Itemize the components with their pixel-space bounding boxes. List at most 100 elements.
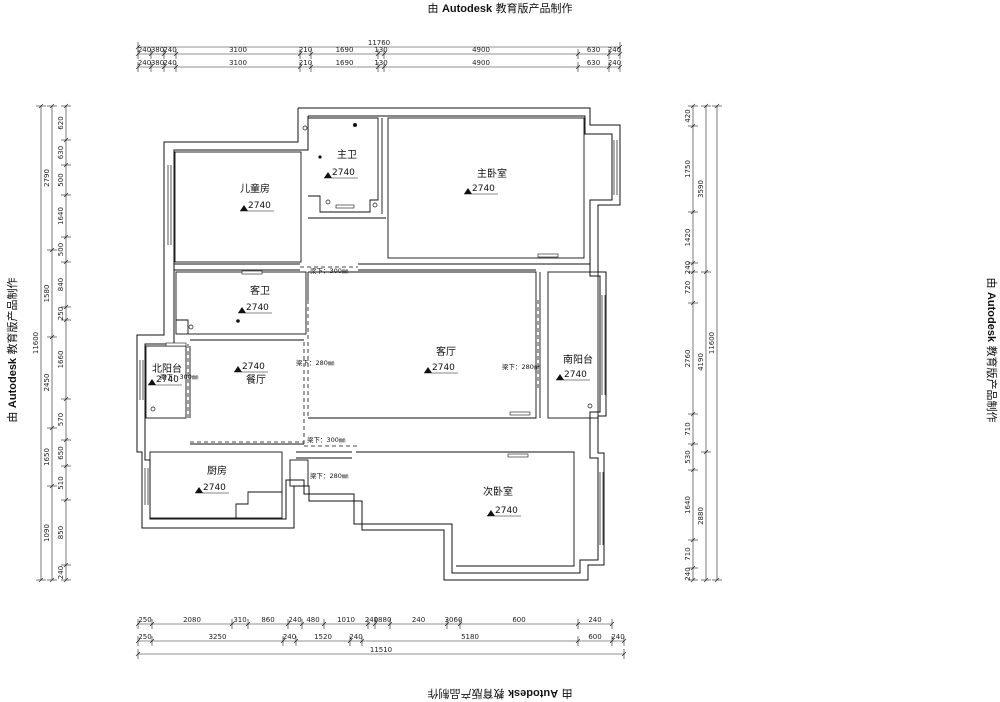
dim-bottom-row2: 1520 xyxy=(314,633,332,641)
vent-grilles xyxy=(165,204,559,458)
level-master-bath: 2740 xyxy=(324,168,358,179)
dim-top-row1: 1690 xyxy=(336,46,354,54)
dim-left-inner: 250 xyxy=(57,307,65,320)
watermark-top: 由 Autodesk 教育版产品制作 xyxy=(427,2,573,15)
dim-left-total: 11600 xyxy=(32,332,40,354)
dim-bottom-row2: 240 xyxy=(611,633,624,641)
dim-top-row1: 4900 xyxy=(472,46,490,54)
dim-bottom-row1: 310 xyxy=(233,616,246,624)
dim-right-inner: 2760 xyxy=(684,350,692,368)
svg-text:2740: 2740 xyxy=(472,184,495,194)
room-name-guest-bath: 客卫 xyxy=(250,284,270,297)
svg-text:2740: 2740 xyxy=(156,375,179,385)
dim-bottom-row1: 3060 xyxy=(445,616,463,624)
level-south-balcony: 2740 xyxy=(556,370,590,381)
dim-top-row1: 240 xyxy=(163,46,176,54)
dim-left-outer: 1580 xyxy=(43,285,51,303)
dim-bottom-row1: 240 xyxy=(365,616,378,624)
windows xyxy=(139,140,618,545)
room-name-master-bath: 主卫 xyxy=(337,149,357,161)
dim-right-outer: 2880 xyxy=(697,507,705,525)
dim-top-row2: 630 xyxy=(587,59,600,67)
dim-right-inner: 1640 xyxy=(684,496,692,514)
dim-bottom-total: 11510 xyxy=(370,646,392,654)
dim-left-inner: 620 xyxy=(57,116,65,129)
dim-left-outer: 2790 xyxy=(43,169,51,187)
dim-left-inner: 650 xyxy=(57,446,65,459)
dimension-lines xyxy=(36,42,722,659)
beam-label: 梁下：300㎜ xyxy=(307,435,346,444)
room-name-south-balcony: 南阳台 xyxy=(563,353,593,366)
beam-lines xyxy=(187,266,539,447)
room-name-second-bedroom: 次卧室 xyxy=(483,485,513,498)
dim-top-row1: 240 xyxy=(608,46,621,54)
dim-left-inner: 630 xyxy=(57,146,65,159)
dim-top-row1: 380 xyxy=(151,46,164,54)
svg-text:2740: 2740 xyxy=(242,362,265,372)
dim-left-inner: 840 xyxy=(57,278,65,291)
dim-top-row2: 130 xyxy=(374,59,387,67)
beam-labels: 梁下：300㎜ 梁下：280㎜ 梁下：280㎜ 梁下：300㎜ 梁下：300㎜ … xyxy=(160,266,541,480)
dim-bottom-row2: 3250 xyxy=(209,633,227,641)
room-name-kitchen: 厨房 xyxy=(207,464,227,477)
dim-right-inner: 1750 xyxy=(684,160,692,178)
dim-left-inner: 510 xyxy=(57,476,65,489)
dim-bottom-row1: 2080 xyxy=(183,616,201,624)
dim-right-inner: 240 xyxy=(684,261,692,274)
dim-top-total: 11760 xyxy=(368,39,390,47)
dim-bottom-row1: 860 xyxy=(261,616,274,624)
dim-right-total: 11600 xyxy=(708,332,716,354)
dim-top-row2: 4900 xyxy=(472,59,490,67)
dim-bottom-row1: 240 xyxy=(412,616,425,624)
exterior-walls xyxy=(136,107,621,581)
beam-label: 梁下：280㎜ xyxy=(502,362,541,371)
level-second-bedroom: 2740 xyxy=(487,506,521,517)
dim-top-row2: 240 xyxy=(608,59,621,67)
dim-top-row2: 1690 xyxy=(336,59,354,67)
level-guest-bath: 2740 xyxy=(238,303,272,314)
dim-right-outer: 3590 xyxy=(697,180,705,198)
dim-right-outer: 4190 xyxy=(697,353,705,371)
dim-bottom-row2: 240 xyxy=(349,633,362,641)
svg-text:2740: 2740 xyxy=(248,201,271,211)
dim-right-inner: 720 xyxy=(684,281,692,294)
dim-bottom-row2: 250 xyxy=(138,633,151,641)
dim-left-inner: 570 xyxy=(57,413,65,426)
dim-left-inner: 850 xyxy=(57,526,65,539)
room-name-kids-room: 儿童房 xyxy=(240,182,270,195)
dim-bottom-row1: 1880 xyxy=(374,616,392,624)
dim-top-row2: 240 xyxy=(138,59,151,67)
svg-text:2740: 2740 xyxy=(332,168,355,178)
dim-bottom-row1: 240 xyxy=(288,616,301,624)
fixture-dots xyxy=(150,123,593,412)
dim-left-outer: 2450 xyxy=(43,374,51,392)
dim-right-inner: 710 xyxy=(684,547,692,560)
dim-right-inner: 1420 xyxy=(684,229,692,247)
dim-bottom-row1: 1010 xyxy=(337,616,355,624)
room-labels: 主卫 主卧室 儿童房 客卫 客厅 北阳台 餐厅 南阳台 厨房 次卧室 xyxy=(152,149,593,498)
svg-text:2740: 2740 xyxy=(203,483,226,493)
interior-walls xyxy=(145,117,599,567)
dim-bottom-row2: 600 xyxy=(588,633,601,641)
dim-top-row1: 130 xyxy=(374,46,387,54)
beam-label: 梁下：300㎜ xyxy=(310,266,349,275)
dim-left-inner: 240 xyxy=(57,566,65,579)
dim-right-inner: 710 xyxy=(684,422,692,435)
beam-label: 梁下：280㎜ xyxy=(296,358,335,367)
room-name-dining-room: 餐厅 xyxy=(246,373,266,386)
dim-right-inner: 420 xyxy=(684,109,692,122)
room-name-master-bedroom: 主卧室 xyxy=(477,167,507,180)
level-kids-room: 2740 xyxy=(240,201,274,212)
dim-left-inner: 500 xyxy=(57,243,65,256)
level-living-room: 2740 xyxy=(424,363,458,374)
dim-right-inner: 240 xyxy=(684,567,692,580)
dim-left-inner: 1640 xyxy=(57,207,65,225)
dim-top-row2: 3100 xyxy=(229,59,247,67)
dim-top-row1: 240 xyxy=(138,46,151,54)
dim-bottom-row1: 240 xyxy=(588,616,601,624)
svg-text:2740: 2740 xyxy=(246,303,269,313)
dim-right-inner: 530 xyxy=(684,450,692,463)
dim-bottom-row1: 480 xyxy=(306,616,319,624)
